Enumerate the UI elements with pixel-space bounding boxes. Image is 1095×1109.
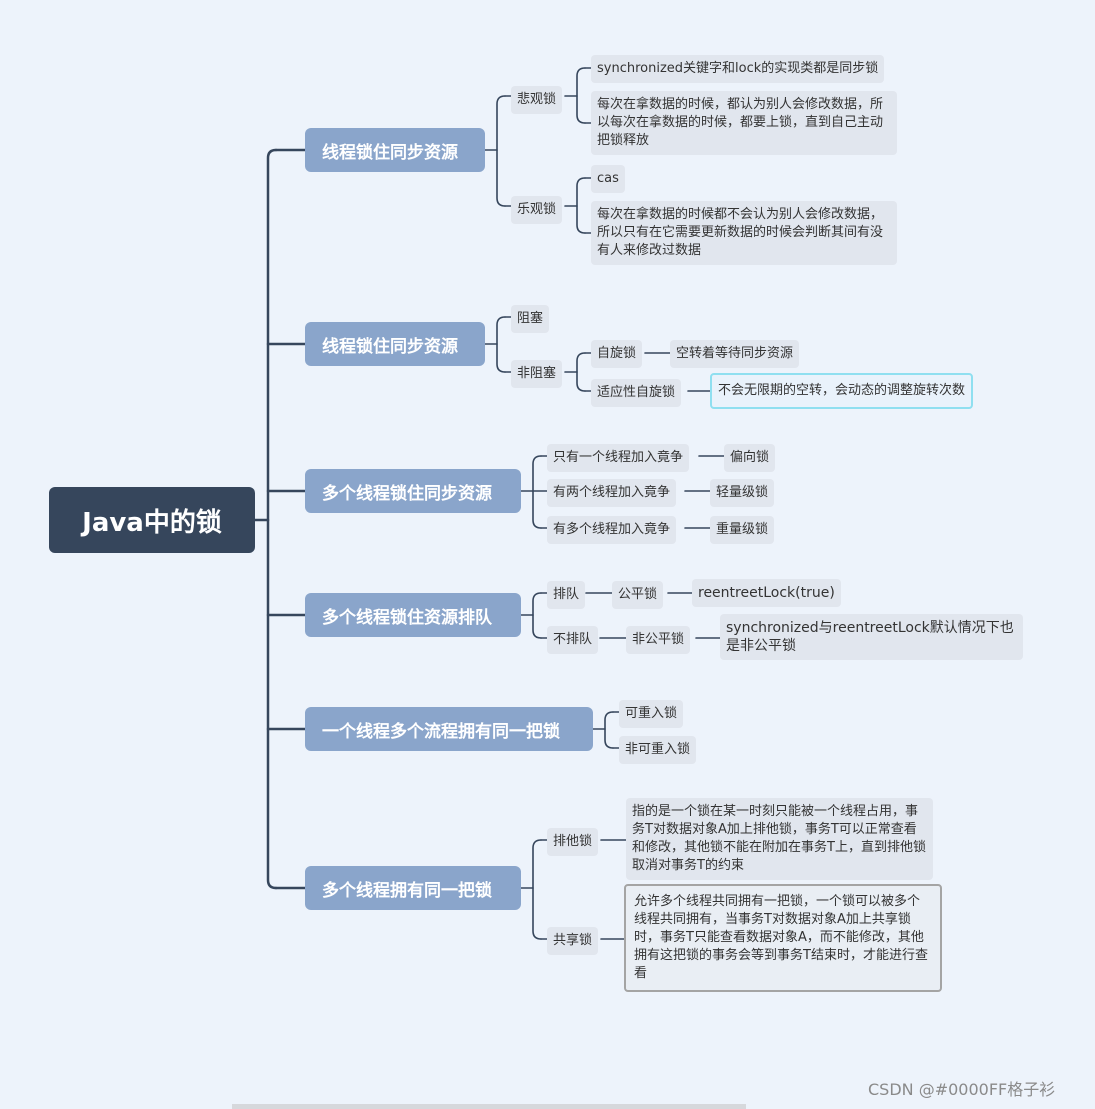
non-blocking-node[interactable]: 非阻塞 — [511, 360, 563, 388]
branch-multi-thread-queue[interactable]: 多个线程锁住资源排队 — [305, 593, 521, 637]
branch-thread-lock-sync-2[interactable]: 线程锁住同步资源 — [305, 322, 485, 366]
unfair-lock-example[interactable]: synchronized与reentreetLock默认情况下也是非公平锁 — [720, 614, 1023, 660]
shared-lock-desc[interactable]: 允许多个线程共同拥有一把锁，一个锁可以被多个线程共同拥有，当事务T对数据对象A加… — [624, 884, 942, 992]
adaptive-spin-lock-desc[interactable]: 不会无限期的空转，会动态的调整旋转次数 — [710, 373, 974, 409]
blocking-node[interactable]: 阻塞 — [511, 305, 550, 333]
no-queue-node[interactable]: 不排队 — [547, 626, 599, 654]
biased-lock-node[interactable]: 偏向锁 — [724, 444, 776, 472]
multi-thread-compete-node[interactable]: 有多个线程加入竟争 — [547, 516, 677, 544]
fair-lock-node[interactable]: 公平锁 — [612, 581, 664, 609]
shared-lock-node[interactable]: 共享锁 — [547, 927, 599, 955]
branch-multi-thread-same-lock[interactable]: 多个线程拥有同一把锁 — [305, 866, 521, 910]
branch-single-thread-same-lock[interactable]: 一个线程多个流程拥有同一把锁 — [305, 707, 593, 751]
pessimistic-lock-desc-2[interactable]: 每次在拿数据的时候，都认为别人会修改数据，所以每次在拿数据的时候，都要上锁，直到… — [591, 91, 897, 155]
branch-multi-thread-lock-sync[interactable]: 多个线程锁住同步资源 — [305, 469, 521, 513]
exclusive-lock-node[interactable]: 排他锁 — [547, 828, 599, 856]
horizontal-scrollbar[interactable] — [232, 1104, 746, 1109]
lightweight-lock-node[interactable]: 轻量级锁 — [710, 479, 775, 507]
two-thread-compete-node[interactable]: 有两个线程加入竟争 — [547, 479, 677, 507]
adaptive-spin-lock-node[interactable]: 适应性自旋锁 — [591, 379, 682, 407]
root-node[interactable]: Java中的锁 — [49, 487, 255, 553]
heavyweight-lock-node[interactable]: 重量级锁 — [710, 516, 775, 544]
spin-lock-desc[interactable]: 空转着等待同步资源 — [670, 340, 800, 368]
non-reentrant-lock-node[interactable]: 非可重入锁 — [619, 736, 697, 764]
one-thread-compete-node[interactable]: 只有一个线程加入竟争 — [547, 444, 690, 472]
unfair-lock-node[interactable]: 非公平锁 — [626, 626, 691, 654]
fair-lock-example[interactable]: reentreetLock(true) — [692, 579, 841, 607]
pessimistic-lock-node[interactable]: 悲观锁 — [511, 86, 563, 114]
csdn-watermark: CSDN @#0000FF格子衫 — [868, 1080, 1056, 1099]
queue-node[interactable]: 排队 — [547, 581, 586, 609]
spin-lock-node[interactable]: 自旋锁 — [591, 340, 643, 368]
pessimistic-lock-desc-1[interactable]: synchronized关键字和lock的实现类都是同步锁 — [591, 55, 885, 83]
exclusive-lock-desc[interactable]: 指的是一个锁在某一时刻只能被一个线程占用，事务T对数据对象A加上排他锁，事务T可… — [626, 798, 933, 880]
cas-node[interactable]: cas — [591, 165, 625, 193]
optimistic-lock-node[interactable]: 乐观锁 — [511, 196, 563, 224]
branch-thread-lock-sync[interactable]: 线程锁住同步资源 — [305, 128, 485, 172]
reentrant-lock-node[interactable]: 可重入锁 — [619, 700, 684, 728]
optimistic-lock-desc[interactable]: 每次在拿数据的时候都不会认为别人会修改数据，所以只有在它需要更新数据的时候会判断… — [591, 201, 897, 265]
